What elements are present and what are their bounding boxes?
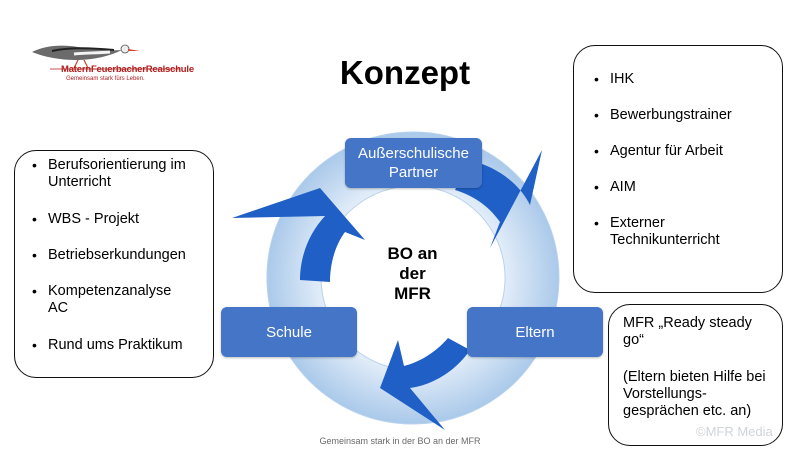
- stork-icon: [32, 44, 180, 70]
- center-line-1: BO an: [387, 244, 438, 263]
- cycle-center-label: BO an der MFR: [360, 244, 465, 304]
- cycle-node-school: Schule: [221, 307, 357, 357]
- list-item: •Kompetenzanalyse AC: [32, 283, 172, 316]
- list-item: •Berufsorientierung im Unterricht: [32, 157, 186, 190]
- center-line-2: der: [399, 264, 426, 283]
- list-item-text: Rund ums Praktikum: [48, 337, 183, 353]
- list-item-text: Betriebserkundungen: [48, 247, 186, 263]
- school-logo: MaternFeuerbacherRealschule Gemeinsam st…: [30, 38, 205, 100]
- list-item: •Betriebserkundungen: [32, 247, 186, 263]
- page-title: Konzept: [339, 54, 471, 91]
- school-activities-box: •Berufsorientierung im Unterricht •WBS -…: [14, 150, 214, 378]
- list-item: •Bewerbungstrainer: [594, 107, 732, 123]
- cycle-node-partners: Außerschulische Partner: [345, 138, 482, 188]
- arrow-left: [232, 188, 365, 282]
- watermark: ©MFR Media: [696, 424, 773, 439]
- list-item-text: Berufsorientierung im Unterricht: [48, 157, 186, 190]
- list-item: •AIM: [594, 179, 636, 195]
- list-item: •Agentur für Arbeit: [594, 143, 723, 159]
- list-item-text: Bewerbungstrainer: [610, 107, 732, 123]
- list-item: •IHK: [594, 71, 635, 87]
- list-item: •Rund ums Praktikum: [32, 337, 183, 353]
- logo-tagline: Gemeinsam stark fürs Leben.: [66, 76, 145, 82]
- list-item: •WBS - Projekt: [32, 211, 140, 227]
- list-item-text: Externer Technikunterricht: [610, 215, 720, 248]
- cycle-node-parents: Eltern: [467, 307, 603, 357]
- list-item-text: WBS - Projekt: [48, 211, 140, 227]
- logo-school-name: MaternFeuerbacherRealschule: [61, 64, 194, 75]
- footer-text: Gemeinsam stark in der BO an der MFR: [319, 436, 481, 446]
- arrow-bottom: [380, 338, 470, 430]
- parents-program-box: MFR „Ready steady go“ (Eltern bieten Hil…: [608, 304, 783, 446]
- program-description: (Eltern bieten Hilfe bei Vorstellungs-ge…: [623, 369, 766, 419]
- center-line-3: MFR: [394, 284, 431, 303]
- program-title: MFR „Ready steady go“: [623, 315, 752, 348]
- external-partners-box: •IHK •Bewerbungstrainer •Agentur für Arb…: [573, 45, 783, 293]
- list-item-text: Kompetenzanalyse AC: [48, 283, 172, 316]
- list-item-text: AIM: [610, 179, 636, 195]
- list-item-text: Agentur für Arbeit: [610, 143, 723, 159]
- list-item: •Externer Technikunterricht: [594, 215, 720, 248]
- list-item-text: IHK: [610, 71, 635, 87]
